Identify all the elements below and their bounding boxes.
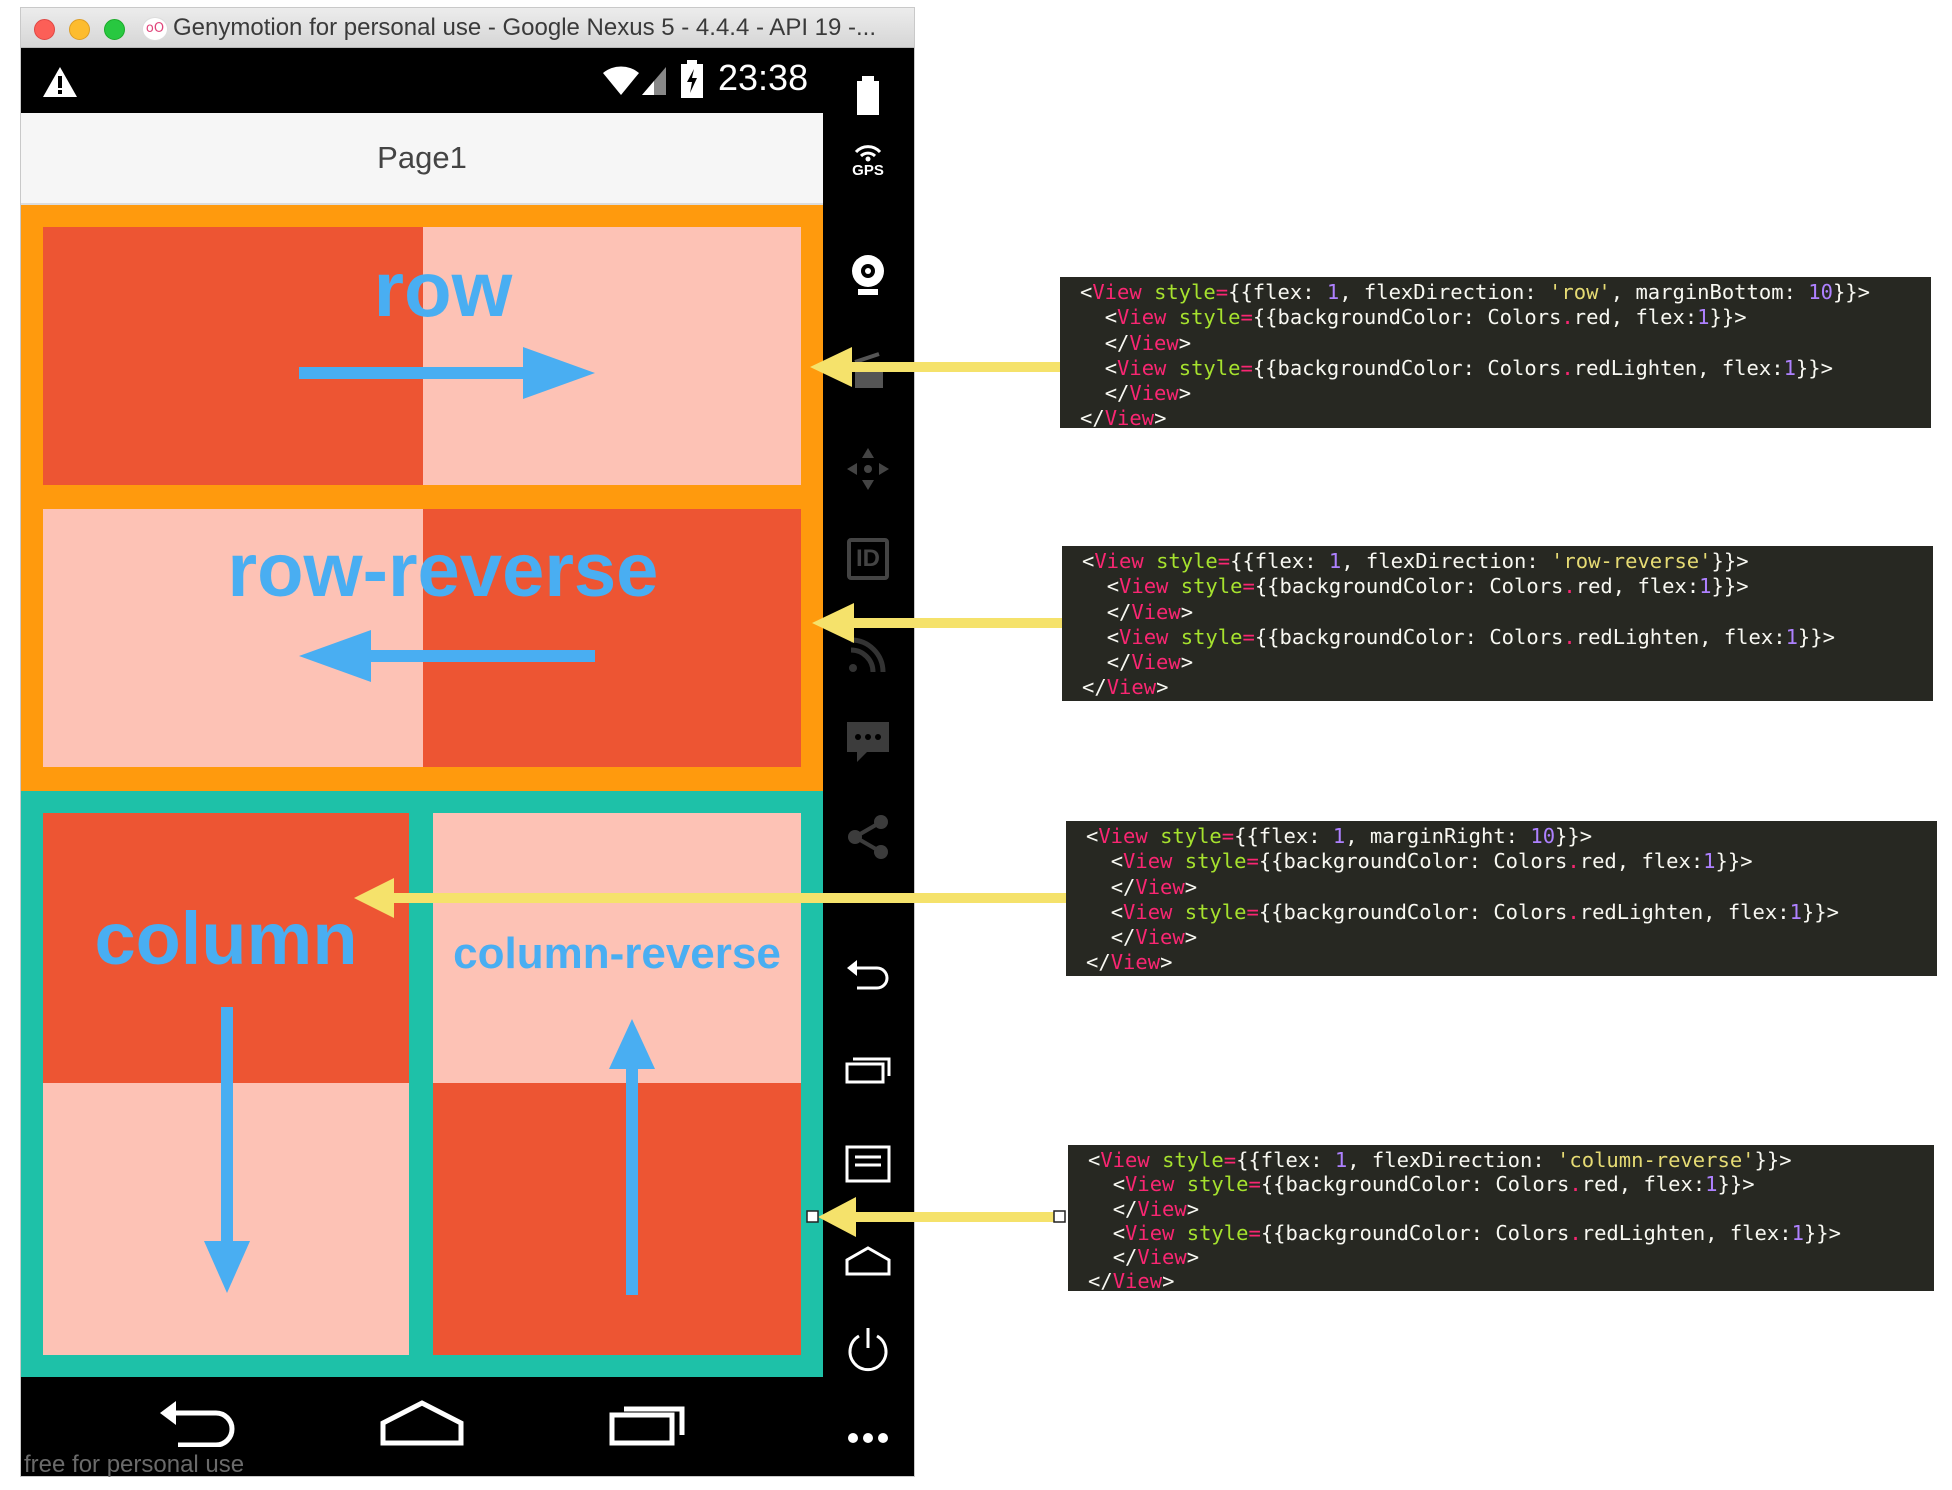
nav-home-icon[interactable] <box>379 1399 465 1447</box>
code-line: <View style={{backgroundColor: Colors.re… <box>1112 1172 1755 1197</box>
recents-icon[interactable] <box>845 1048 891 1094</box>
message-icon[interactable] <box>845 718 891 764</box>
row-pink-view <box>423 227 801 485</box>
code-line: <View style={{flex: 1, flexDirection: 'r… <box>1082 549 1749 573</box>
code-line: <View style={{backgroundColor: Colors.re… <box>1106 624 1835 649</box>
code-line: <View style={{flex: 1, flexDirection: 'c… <box>1088 1148 1792 1172</box>
battery-charging-icon <box>681 60 703 98</box>
nav-recents-icon[interactable] <box>608 1399 688 1447</box>
emulator-window: oO Genymotion for personal use - Google … <box>21 8 914 1478</box>
code-line: </View> <box>1106 599 1194 624</box>
code-snippet-column: <View style={{flex: 1, marginRight: 10}}… <box>1066 821 1937 976</box>
close-window-button[interactable] <box>34 19 55 40</box>
code-line: </View> <box>1086 950 1173 975</box>
android-navigation-bar <box>21 1377 914 1476</box>
status-time: 23:38 <box>718 57 809 98</box>
id-icon[interactable]: ID <box>847 538 889 580</box>
warning-icon <box>43 67 77 97</box>
code-line: <View style={{backgroundColor: Colors.re… <box>1106 574 1749 599</box>
home-icon[interactable] <box>845 1234 891 1280</box>
window-title: Genymotion for personal use - Google Nex… <box>173 14 877 41</box>
code-snippet-row: <View style={{flex: 1, flexDirection: 'r… <box>1060 277 1931 428</box>
row-demo-container: row row-reverse <box>21 205 823 791</box>
move-icon[interactable] <box>845 446 891 492</box>
app-action-bar: Page1 <box>21 113 823 205</box>
code-line: <View style={{backgroundColor: Colors.re… <box>1110 899 1839 924</box>
code-line: </View> <box>1080 406 1167 428</box>
column-reverse-label: column-reverse <box>453 929 781 978</box>
code-line: </View> <box>1110 874 1198 899</box>
code-line: <View style={{backgroundColor: Colors.re… <box>1104 355 1833 380</box>
code-line: </View> <box>1082 675 1169 700</box>
code-line: </View> <box>1104 381 1192 406</box>
code-line: <View style={{backgroundColor: Colors.re… <box>1110 849 1753 874</box>
zoom-window-button[interactable] <box>104 19 125 40</box>
minimize-window-button[interactable] <box>69 19 90 40</box>
code-line: </View> <box>1112 1196 1200 1221</box>
code-snippet-column-reverse: <View style={{flex: 1, flexDirection: 'c… <box>1068 1145 1934 1291</box>
window-titlebar: oO Genymotion for personal use - Google … <box>21 8 914 48</box>
watermark-text: free for personal use <box>24 1451 245 1478</box>
page-title: Page1 <box>377 140 467 175</box>
row-reverse-red-view <box>423 509 801 767</box>
capture-icon[interactable] <box>845 348 891 394</box>
code-line: <View style={{backgroundColor: Colors.re… <box>1104 305 1747 330</box>
wifi-icon <box>603 66 639 95</box>
right-arrow-icon <box>299 347 595 399</box>
menu-icon[interactable] <box>845 1141 891 1187</box>
code-line: </View> <box>1110 925 1198 950</box>
more-icon[interactable] <box>845 1415 891 1461</box>
column-reverse-pink-view <box>433 813 801 1083</box>
column-demo-container: column column-reverse <box>21 791 823 1377</box>
genymotion-app-icon: oO <box>142 17 168 41</box>
code-snippet-row-reverse: <View style={{flex: 1, flexDirection: 'r… <box>1062 546 1933 701</box>
power-icon[interactable] <box>845 1326 891 1372</box>
code-line: </View> <box>1104 330 1192 355</box>
code-line: <View style={{flex: 1, flexDirection: 'r… <box>1080 280 1870 304</box>
column-label: column <box>94 897 358 980</box>
share-icon[interactable] <box>845 814 891 860</box>
nav-back-icon[interactable] <box>158 1399 238 1447</box>
code-line: </View> <box>1088 1269 1175 1291</box>
left-arrow-icon <box>299 630 595 682</box>
webcam-icon[interactable] <box>845 253 891 299</box>
android-status-bar: 23:38 <box>21 48 914 113</box>
cast-icon[interactable] <box>845 630 891 676</box>
battery-icon[interactable] <box>845 72 891 118</box>
gps-icon[interactable]: GPS <box>845 138 891 188</box>
row-label: row <box>373 245 513 333</box>
down-arrow-icon <box>204 1007 250 1293</box>
cell-signal-icon <box>642 67 666 95</box>
code-line: <View style={{backgroundColor: Colors.re… <box>1112 1220 1841 1245</box>
up-arrow-icon <box>609 1019 655 1295</box>
column-reverse-red-view <box>433 1083 801 1355</box>
code-line: </View> <box>1112 1245 1200 1270</box>
row-reverse-label: row-reverse <box>227 528 659 613</box>
row-red-view <box>43 227 423 485</box>
back-icon[interactable] <box>845 954 891 1000</box>
code-line: <View style={{flex: 1, marginRight: 10}}… <box>1086 824 1593 848</box>
code-line: </View> <box>1106 650 1194 675</box>
gps-text: GPS <box>852 162 884 179</box>
